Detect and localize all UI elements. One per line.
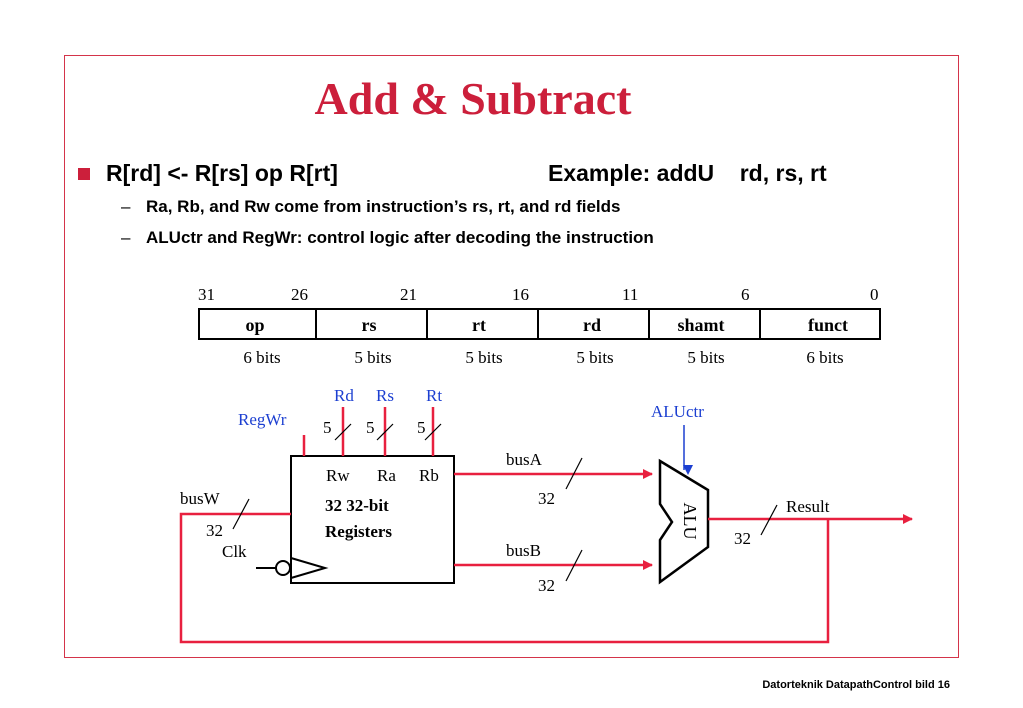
aluctr-label: ALUctr xyxy=(651,402,704,421)
size-rs: 5 bits xyxy=(354,348,391,367)
regfile-label-line2: Registers xyxy=(325,522,392,541)
port-rw: Rw xyxy=(326,466,350,485)
field-rt: rt xyxy=(472,315,486,335)
clock-edge-icon xyxy=(290,557,329,579)
port-rb: Rb xyxy=(419,466,439,485)
dash-icon: – xyxy=(121,197,131,216)
field-op: op xyxy=(245,315,264,335)
busB-label: busB xyxy=(506,541,541,560)
bullet-square-icon xyxy=(78,168,90,180)
field-rs: rs xyxy=(362,315,377,335)
busW-width: 32 xyxy=(206,521,223,540)
bit-0-label: 0 xyxy=(870,285,879,304)
field-rd: rd xyxy=(583,315,601,335)
alu-block xyxy=(658,458,710,585)
register-file xyxy=(290,455,455,584)
subpoint-2: ALUctr and RegWr: control logic after de… xyxy=(146,228,654,247)
rs-width: 5 xyxy=(366,418,375,437)
field-shamt: shamt xyxy=(677,315,724,335)
result-label: Result xyxy=(786,497,830,516)
size-funct: 6 bits xyxy=(806,348,843,367)
busB-width: 32 xyxy=(538,576,555,595)
rt-width: 5 xyxy=(417,418,426,437)
alu-label: ALU xyxy=(680,503,700,540)
dash-icon: – xyxy=(121,228,131,247)
size-rt: 5 bits xyxy=(465,348,502,367)
bit-position-labels: 31 26 21 16 11 6 0 xyxy=(198,285,879,304)
busA-width: 32 xyxy=(538,489,555,508)
clk-label: Clk xyxy=(222,542,247,561)
regfile-label-line1: 32 32-bit xyxy=(325,496,389,515)
bit-6-label: 6 xyxy=(741,285,750,304)
bit-26-label: 26 xyxy=(291,285,308,304)
busW-label: busW xyxy=(180,489,221,508)
slide-frame xyxy=(64,55,959,658)
size-op: 6 bits xyxy=(243,348,280,367)
clock-inverter-bubble xyxy=(275,560,291,576)
rd-width: 5 xyxy=(323,418,332,437)
rt-label: Rt xyxy=(426,386,442,405)
port-ra: Ra xyxy=(377,466,396,485)
size-shamt: 5 bits xyxy=(687,348,724,367)
bit-21-label: 21 xyxy=(400,285,417,304)
bit-16-label: 16 xyxy=(512,285,529,304)
regwr-label: RegWr xyxy=(238,410,287,429)
bullet-rtl-text: R[rd] <- R[rs] op R[rt] xyxy=(106,160,338,186)
bullet-example-text: Example: addU rd, rs, rt xyxy=(548,160,827,186)
field-funct: funct xyxy=(808,315,848,335)
subpoint-1: Ra, Rb, and Rw come from instruction’s r… xyxy=(146,197,621,216)
bit-11-label: 11 xyxy=(622,285,638,304)
bit-31-label: 31 xyxy=(198,285,215,304)
size-rd: 5 bits xyxy=(576,348,613,367)
rs-label: Rs xyxy=(376,386,394,405)
rd-label: Rd xyxy=(334,386,354,405)
slide-title: Add & Subtract xyxy=(314,73,632,124)
slide-footer: Datorteknik DatapathControl bild 16 xyxy=(762,679,950,691)
result-width: 32 xyxy=(734,529,751,548)
instruction-format: op rs rt rd shamt funct 6 bits 5 bits 5 … xyxy=(198,308,881,367)
busA-label: busA xyxy=(506,450,543,469)
